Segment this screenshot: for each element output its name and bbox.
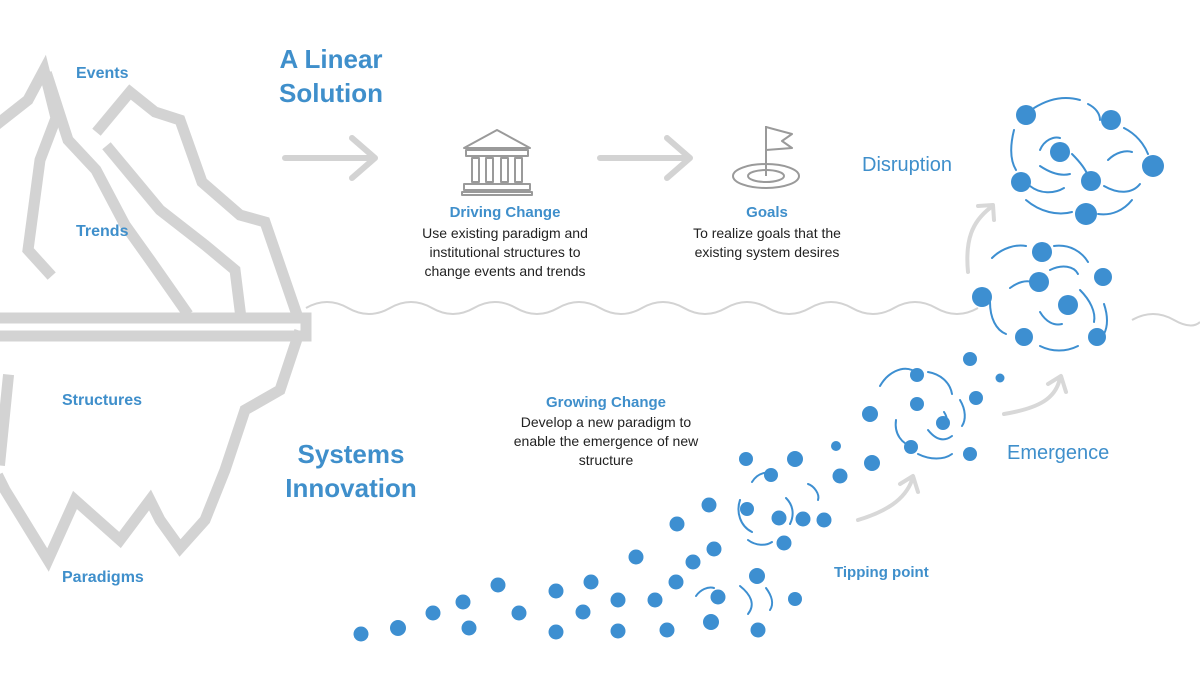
- network-node: [862, 406, 878, 422]
- disruption-label: Disruption: [862, 154, 953, 176]
- network-node: [787, 451, 803, 467]
- network-node: [583, 574, 599, 590]
- institution-building-icon: [461, 129, 533, 196]
- network-node: [771, 510, 787, 526]
- network-node: [1142, 155, 1164, 177]
- network-nodes: [353, 105, 1164, 642]
- arrow-to-goals: [597, 135, 693, 181]
- network-node: [455, 594, 471, 610]
- driving-change-title: Driving Change: [449, 204, 561, 221]
- network-node: [1029, 272, 1049, 292]
- layer-label-paradigms: Paradigms: [62, 569, 144, 586]
- network-node: [831, 441, 841, 451]
- network-node: [739, 452, 753, 466]
- network-node: [425, 605, 441, 621]
- network-node: [776, 535, 792, 551]
- network-node: [511, 605, 527, 621]
- arrow-to-driving-change: [282, 135, 378, 181]
- layer-label-events: Events: [76, 65, 129, 82]
- linear-solution-heading: A Linear Solution: [279, 44, 383, 108]
- network-node: [706, 541, 722, 557]
- network-node: [788, 592, 802, 606]
- network-node: [1081, 171, 1101, 191]
- network-node: [972, 287, 992, 307]
- network-node: [548, 583, 564, 599]
- network-node: [685, 554, 701, 570]
- network-node: [1050, 142, 1070, 162]
- network-node: [995, 373, 1005, 383]
- network-node: [668, 574, 684, 590]
- network-node: [1015, 328, 1033, 346]
- network-node: [548, 624, 564, 640]
- layer-label-trends: Trends: [76, 223, 129, 240]
- network-node: [910, 397, 924, 411]
- network-node: [610, 592, 626, 608]
- network-node: [936, 416, 950, 430]
- network-node: [659, 622, 675, 638]
- network-node: [1101, 110, 1121, 130]
- network-node: [740, 502, 754, 516]
- network-node: [701, 497, 717, 513]
- emergence-label: Emergence: [1007, 442, 1110, 464]
- growing-change-description: Develop a new paradigm to enable the eme…: [513, 414, 699, 468]
- network-node: [750, 622, 766, 638]
- driving-change-description: Use existing paradigm and institutional …: [422, 225, 588, 279]
- iceberg-shape: [0, 54, 312, 572]
- water-line: [305, 301, 979, 315]
- network-node: [1032, 242, 1052, 262]
- network-node: [1088, 328, 1106, 346]
- network-node: [1094, 268, 1112, 286]
- network-node: [1016, 105, 1036, 125]
- network-node: [749, 568, 765, 584]
- tipping-point-label: Tipping point: [834, 564, 929, 581]
- network-node: [864, 455, 880, 471]
- network-node: [1075, 203, 1097, 225]
- network-node: [963, 352, 977, 366]
- network-node: [353, 626, 369, 642]
- water-line-right: [1131, 313, 1200, 327]
- network-node: [390, 620, 406, 636]
- network-node: [963, 447, 977, 461]
- network-node: [1011, 172, 1031, 192]
- network-node: [1058, 295, 1078, 315]
- arrow-tipping-to-emergence: [856, 474, 920, 522]
- network-node: [904, 440, 918, 454]
- network-node: [575, 604, 591, 620]
- network-node: [461, 620, 477, 636]
- network-node: [610, 623, 626, 639]
- growing-change-title: Growing Change: [546, 394, 666, 411]
- network-node: [490, 577, 506, 593]
- network-node: [816, 512, 832, 528]
- network-node: [647, 592, 663, 608]
- goals-description: To realize goals that the existing syste…: [693, 225, 841, 260]
- network-node: [969, 391, 983, 405]
- flag-target-icon: [732, 126, 800, 189]
- arrow-to-emergence-cluster: [1002, 374, 1068, 416]
- network-node: [910, 368, 924, 382]
- network-node: [832, 468, 848, 484]
- arrow-to-disruption: [965, 203, 996, 274]
- systems-innovation-heading: Systems Innovation: [285, 439, 417, 503]
- network-node: [703, 614, 719, 630]
- network-node: [710, 589, 726, 605]
- goals-title: Goals: [746, 204, 788, 221]
- network-node: [669, 516, 685, 532]
- network-node: [628, 549, 644, 565]
- network-node: [764, 468, 778, 482]
- layer-label-structures: Structures: [62, 392, 143, 409]
- network-node: [795, 511, 811, 527]
